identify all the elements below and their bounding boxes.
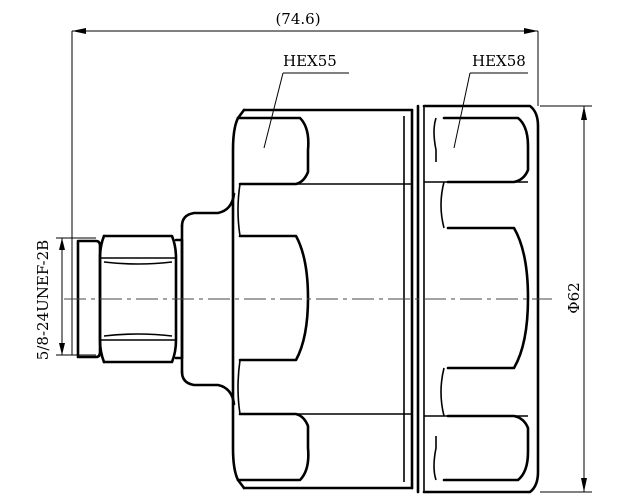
thread-arrow-bottom [59, 343, 65, 355]
arrow-right [524, 28, 538, 34]
overall-length-label: (74.6) [275, 10, 320, 28]
arrow-top [581, 106, 587, 120]
neck-lower [180, 370, 236, 406]
connector-body [64, 104, 552, 494]
hex55-label: HEX55 [283, 52, 337, 70]
hex58-label: HEX58 [472, 52, 526, 70]
hex58-callout: HEX58 [453, 52, 528, 149]
arrow-bottom [581, 478, 587, 492]
thread-dimension: 5/8-24UNEF-2B [34, 237, 96, 360]
diameter-label: Φ62 [565, 282, 583, 313]
thread-label: 5/8-24UNEF-2B [34, 240, 52, 360]
neck-upper [180, 192, 236, 228]
arrow-left [72, 28, 86, 34]
hex58-leader-line [453, 72, 471, 149]
hex55-body [231, 108, 414, 490]
overall-length-dimension: (74.6) [71, 10, 539, 355]
thread-arrow-top [59, 238, 65, 250]
diameter-dimension: Φ62 [540, 105, 592, 493]
